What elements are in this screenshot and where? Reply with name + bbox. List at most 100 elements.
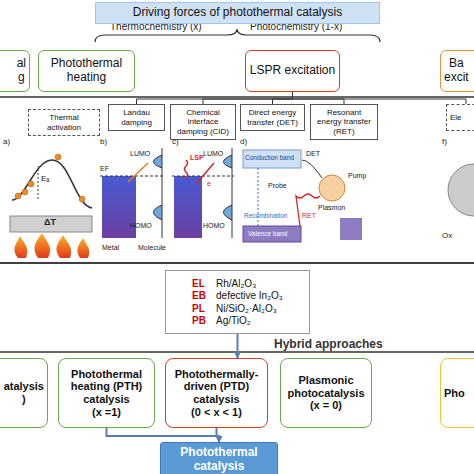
edge-label: Hybrid approaches — [272, 337, 385, 351]
text-wrap: Landau damping — [109, 106, 164, 128]
category-box: Photothermal catalysis — [160, 442, 278, 474]
bracket-line — [203, 92, 293, 104]
node-text: excit — [444, 71, 469, 85]
category-box: Chemical interface damping (CID) — [170, 104, 236, 140]
fermi-level — [100, 176, 165, 177]
node-text: Driving forces of photothermal catalysis — [133, 6, 342, 20]
node-text: Chemical interface damping (CID) — [174, 108, 232, 136]
method-code: PL — [192, 303, 206, 315]
text-wrap: Driving forces of photothermal catalysis — [130, 4, 345, 22]
node-text: Photothermal heating — [42, 57, 131, 85]
figure-label: LSP — [190, 154, 204, 162]
node-text: Resonant energy transfer (RET) — [314, 108, 374, 136]
figure-label: LUMO — [130, 150, 150, 158]
node-text: Photothermal heating (PTH) catalysis — [62, 368, 151, 406]
dos-axis — [162, 148, 163, 238]
text-wrap: Direct energy transfer (DET) — [241, 106, 304, 128]
title-box: Driving forces of photothermal catalysis — [95, 2, 380, 24]
text-wrap: Photothermal catalysis — [161, 444, 277, 474]
electron-arrow — [128, 163, 148, 182]
figure-label: Molecule — [138, 244, 166, 252]
node-text: (x = 0) — [284, 399, 368, 412]
category-box: Resonant energy transfer (RET) — [310, 104, 378, 140]
metal-band — [174, 176, 202, 238]
category-box: LSPR excitation — [245, 50, 340, 92]
conduction-band — [243, 150, 301, 168]
lsp-wave — [185, 160, 188, 178]
node-text: Pho — [444, 387, 465, 400]
figure-label: a) — [3, 138, 10, 147]
node-text: al — [17, 57, 26, 71]
category-box: Photothermal heating (PTH) catalysis(x =… — [58, 358, 155, 428]
dos-axis — [232, 148, 233, 238]
text-wrap: Pho — [441, 385, 468, 402]
figure-label: e — [207, 180, 211, 188]
text-wrap: Thermal activation — [29, 111, 99, 133]
heat-slab — [10, 216, 92, 232]
text-wrap: Resonant energy transfer (RET) — [311, 106, 377, 138]
node-text: Rh/Al₂O₃ — [216, 278, 283, 290]
node-text: defective In₂O₃ — [216, 290, 283, 302]
figure-label: Eₐ — [41, 175, 49, 184]
homo-orbital — [224, 205, 233, 220]
figure-label: Pump — [348, 172, 366, 180]
text-wrap: ELEBPLPBRh/Al₂O₃defective In₂O₃Ni/SiO₂·A… — [189, 276, 286, 329]
category-box: Photothermal heating — [38, 50, 135, 92]
figure-label: d) — [240, 138, 247, 147]
figure-label: Ox — [442, 232, 452, 241]
node-text: g — [17, 71, 26, 85]
text-wrap: atalysis) — [1, 378, 47, 407]
node-text: Thermal activation — [32, 113, 96, 131]
barrier-arrow — [38, 166, 39, 199]
category-box: alg — [0, 50, 30, 92]
figure-label: ΔT — [44, 218, 56, 228]
particle-figure — [448, 164, 474, 216]
node-text: Direct energy transfer (DET) — [244, 108, 301, 126]
node-text: Ba — [444, 57, 469, 71]
particles — [15, 154, 85, 202]
valence-band — [243, 226, 301, 242]
semiconductor-block — [340, 218, 362, 240]
category-box: Landau damping — [108, 104, 165, 131]
figure-label: Recombination — [244, 212, 287, 219]
category-box: Direct energy transfer (DET) — [240, 104, 305, 131]
flow-arrow — [217, 428, 220, 442]
catalyst-table: ELEBPLPBRh/Al₂O₃defective In₂O₃Ni/SiO₂·A… — [165, 270, 310, 334]
method-code: PB — [192, 315, 206, 327]
flow-arrow — [237, 334, 239, 358]
text-wrap: Chemical interface damping (CID) — [171, 106, 235, 138]
figure-label: DET — [306, 150, 320, 158]
category-box: Plasmonic photocatalysis(x = 0) — [280, 358, 372, 428]
flames — [15, 233, 90, 258]
node-text: (0 < x < 1) — [169, 406, 264, 419]
bracket-line — [273, 92, 293, 104]
category-box: Thermal activation — [28, 109, 100, 136]
node-text: Ag/TiO₂ — [216, 315, 283, 327]
homo-orbital — [154, 205, 163, 220]
bracket-line — [293, 92, 345, 104]
flow-arrow — [107, 428, 220, 442]
energy-curve — [12, 160, 92, 208]
method-code: EL — [192, 278, 206, 290]
ret-wave — [296, 194, 320, 226]
node-text: Ele — [450, 113, 462, 122]
det-arrow — [302, 160, 322, 178]
node-text: Ni/SiO₂·Al₂O₃ — [216, 303, 283, 315]
figure-label: Valence band — [248, 230, 287, 237]
node-text: (x =1) — [62, 406, 151, 419]
bracket-line — [137, 92, 293, 104]
node-text: atalysis — [4, 380, 44, 393]
text-wrap: Plasmonic photocatalysis(x = 0) — [281, 372, 371, 414]
figure-label: f) — [442, 138, 447, 147]
category-box: atalysis) — [0, 358, 48, 428]
figure-label: LUMO — [203, 150, 223, 158]
figure-label: HOMO — [130, 222, 152, 230]
text-wrap: Baexcit — [441, 55, 472, 87]
figure-label: Probe — [268, 182, 287, 190]
category-box: Ele — [446, 104, 474, 131]
panel-frame — [0, 97, 474, 263]
category-box: Baexcit — [440, 50, 474, 92]
figure-label: b) — [100, 138, 107, 147]
node-text: Plasmonic photocatalysis — [284, 374, 368, 399]
figure-label: Metal — [102, 244, 119, 252]
